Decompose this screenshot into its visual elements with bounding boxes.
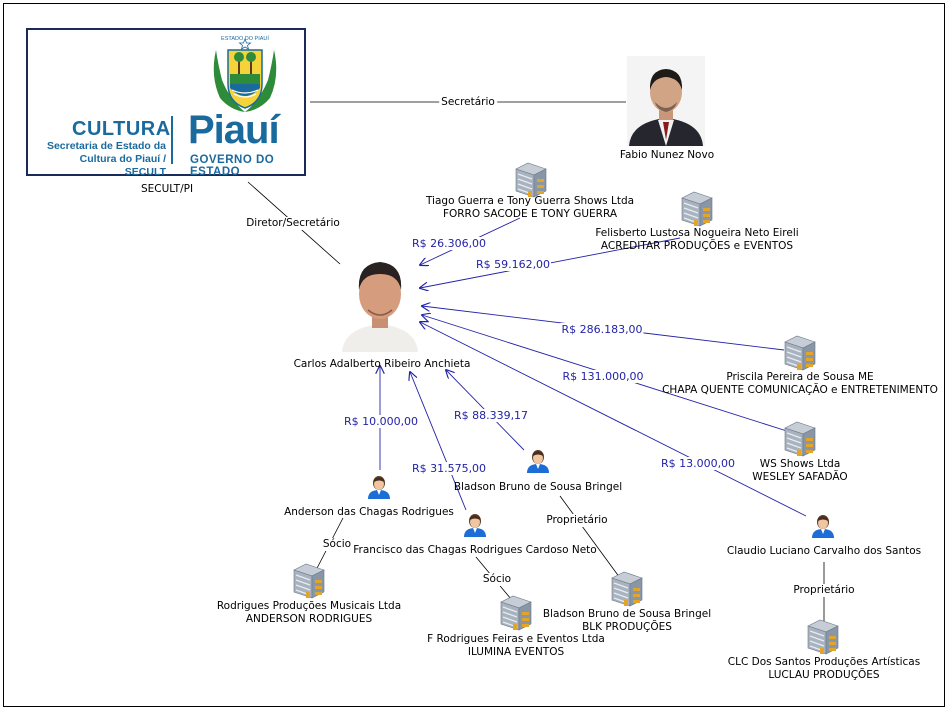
company-felisberto-brand: ACREDITAR PRODUÇÕES e EVENTOS: [600, 240, 794, 252]
company-ffeiras-name: F Rodrigues Feiras e Eventos Ltda: [427, 633, 605, 645]
ffeiras-building-icon: [500, 595, 532, 631]
company-blk: Bladson Bruno de Sousa Bringel BLK PRODU…: [543, 608, 711, 634]
company-priscila-name: Priscila Pereira de Sousa ME: [726, 371, 874, 383]
company-rodrigues-name: Rodrigues Produções Musicais Ltda: [216, 600, 402, 612]
governo-text: GOVERNO DO ESTADO: [190, 154, 275, 178]
secretaria-line-2: Cultura do Piauí / SECULT: [79, 153, 166, 178]
flow-francisco: [410, 372, 467, 511]
fabio-name: Fabio Nunez Novo: [619, 149, 715, 161]
clc-building-icon: [807, 619, 839, 655]
company-rodrigues-brand: ANDERSON RODRIGUES: [245, 613, 373, 625]
secult-logo: ESTADO DO PIAUÍ CULTURA Secretaria de Es…: [26, 28, 306, 179]
bladson-name: Bladson Bruno de Sousa Bringel: [453, 481, 623, 493]
amount-ws: R$ 131.000,00: [561, 370, 645, 383]
company-tiago-brand: FORRO SACODE E TONY GUERRA: [442, 208, 618, 220]
felisberto-building-icon: [681, 191, 713, 227]
company-ws: WS Shows Ltda WESLEY SAFADÃO: [752, 458, 847, 484]
company-priscila: Priscila Pereira de Sousa ME CHAPA QUENT…: [662, 371, 938, 397]
claudio-person-icon: [812, 515, 834, 538]
carlos-photo: [342, 254, 418, 352]
edge-label-socio-1: Sócio: [320, 538, 354, 551]
cultura-title: CULTURA: [72, 118, 171, 140]
edge-label-diretor: Diretor/Secretário: [244, 217, 342, 230]
logo-divider: [171, 116, 173, 164]
secretaria-line-1: Secretaria de Estado da: [46, 140, 166, 152]
edge-label-socio-2: Sócio: [480, 573, 514, 586]
company-priscila-brand: CHAPA QUENTE COMUNICAÇÃO e ENTRETENIMENT…: [662, 384, 938, 396]
ws-building-icon: [784, 421, 816, 457]
anderson-person-icon: [368, 476, 390, 499]
company-rodrigues: Rodrigues Produções Musicais Ltda ANDERS…: [217, 600, 401, 626]
company-tiago: Tiago Guerra e Tony Guerra Shows Ltda FO…: [426, 195, 634, 221]
company-felisberto: Felisberto Lustosa Nogueira Neto Eireli …: [595, 227, 798, 253]
company-clc: CLC Dos Santos Produções Artísticas LUCL…: [728, 656, 920, 682]
edge-label-proprietario-1: Proprietário: [544, 514, 610, 527]
company-ffeiras-brand: ILUMINA EVENTOS: [467, 646, 565, 658]
priscila-building-icon: [784, 335, 816, 371]
company-blk-brand: BLK PRODUÇÕES: [582, 621, 672, 633]
company-ws-brand: WESLEY SAFADÃO: [752, 471, 848, 483]
francisco-name: Francisco das Chagas Rodrigues Cardoso N…: [353, 544, 597, 556]
piaui-wordmark: Piauí: [188, 108, 280, 152]
link-bladson-blk: [559, 495, 621, 579]
company-clc-brand: LUCLAU PRODUÇÕES: [768, 669, 880, 681]
edge-label-proprietario-2: Proprietário: [791, 584, 857, 597]
secult-caption: SECULT/PI: [140, 183, 194, 195]
amount-felisberto: R$ 59.162,00: [474, 258, 552, 271]
amount-tiago: R$ 26.306,00: [410, 237, 488, 250]
secretaria-text: Secretaria de Estado da Cultura do Piauí…: [38, 140, 166, 179]
rodrigues-building-icon: [293, 563, 325, 599]
edge-label-secretario: Secretário: [439, 96, 497, 109]
company-blk-name: Bladson Bruno de Sousa Bringel: [542, 608, 712, 620]
company-felisberto-name: Felisberto Lustosa Nogueira Neto Eireli: [595, 227, 799, 239]
amount-anderson: R$ 10.000,00: [342, 415, 420, 428]
piaui-crest-icon: [213, 37, 277, 112]
tiago-building-icon: [515, 162, 547, 198]
anderson-name: Anderson das Chagas Rodrigues: [284, 506, 454, 518]
bladson-person-icon: [527, 450, 549, 473]
carlos-name: Carlos Adalberto Ribeiro Anchieta: [293, 358, 471, 370]
company-ws-name: WS Shows Ltda: [759, 458, 841, 470]
fabio-photo: [627, 56, 705, 146]
amount-claudio: R$ 13.000,00: [659, 457, 737, 470]
claudio-name: Claudio Luciano Carvalho dos Santos: [726, 545, 922, 557]
company-clc-name: CLC Dos Santos Produções Artísticas: [727, 656, 921, 668]
amount-priscila: R$ 286.183,00: [560, 323, 644, 336]
blk-building-icon: [611, 571, 643, 607]
amount-francisco: R$ 31.575,00: [410, 462, 488, 475]
diagram-frame: [3, 3, 945, 707]
company-tiago-name: Tiago Guerra e Tony Guerra Shows Ltda: [425, 195, 635, 207]
amount-bladson: R$ 88.339,17: [452, 409, 530, 422]
flow-claudio: [420, 322, 807, 517]
company-ffeiras: F Rodrigues Feiras e Eventos Ltda ILUMIN…: [427, 633, 605, 659]
crest-text: ESTADO DO PIAUÍ: [221, 36, 269, 42]
francisco-person-icon: [464, 514, 486, 537]
